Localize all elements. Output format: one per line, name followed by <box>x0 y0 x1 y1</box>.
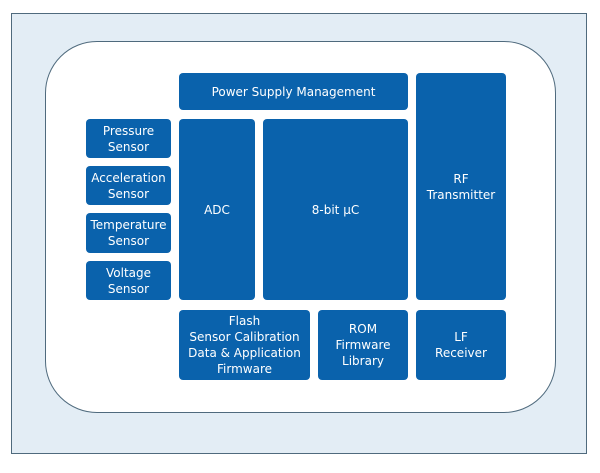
microcontroller-block: 8-bit µC <box>263 119 408 300</box>
flash-memory-block: Flash Sensor Calibration Data & Applicat… <box>179 310 310 380</box>
voltage-sensor-block: Voltage Sensor <box>86 261 171 300</box>
rom-block: ROM Firmware Library <box>318 310 408 380</box>
rf-transmitter-block: RF Transmitter <box>416 73 506 300</box>
lf-receiver-block: LF Receiver <box>416 310 506 380</box>
temperature-sensor-block: Temperature Sensor <box>86 213 171 253</box>
adc-block: ADC <box>179 119 255 300</box>
pressure-sensor-block: Pressure Sensor <box>86 119 171 158</box>
power-supply-management-block: Power Supply Management <box>179 73 408 110</box>
acceleration-sensor-block: Acceleration Sensor <box>86 166 171 205</box>
